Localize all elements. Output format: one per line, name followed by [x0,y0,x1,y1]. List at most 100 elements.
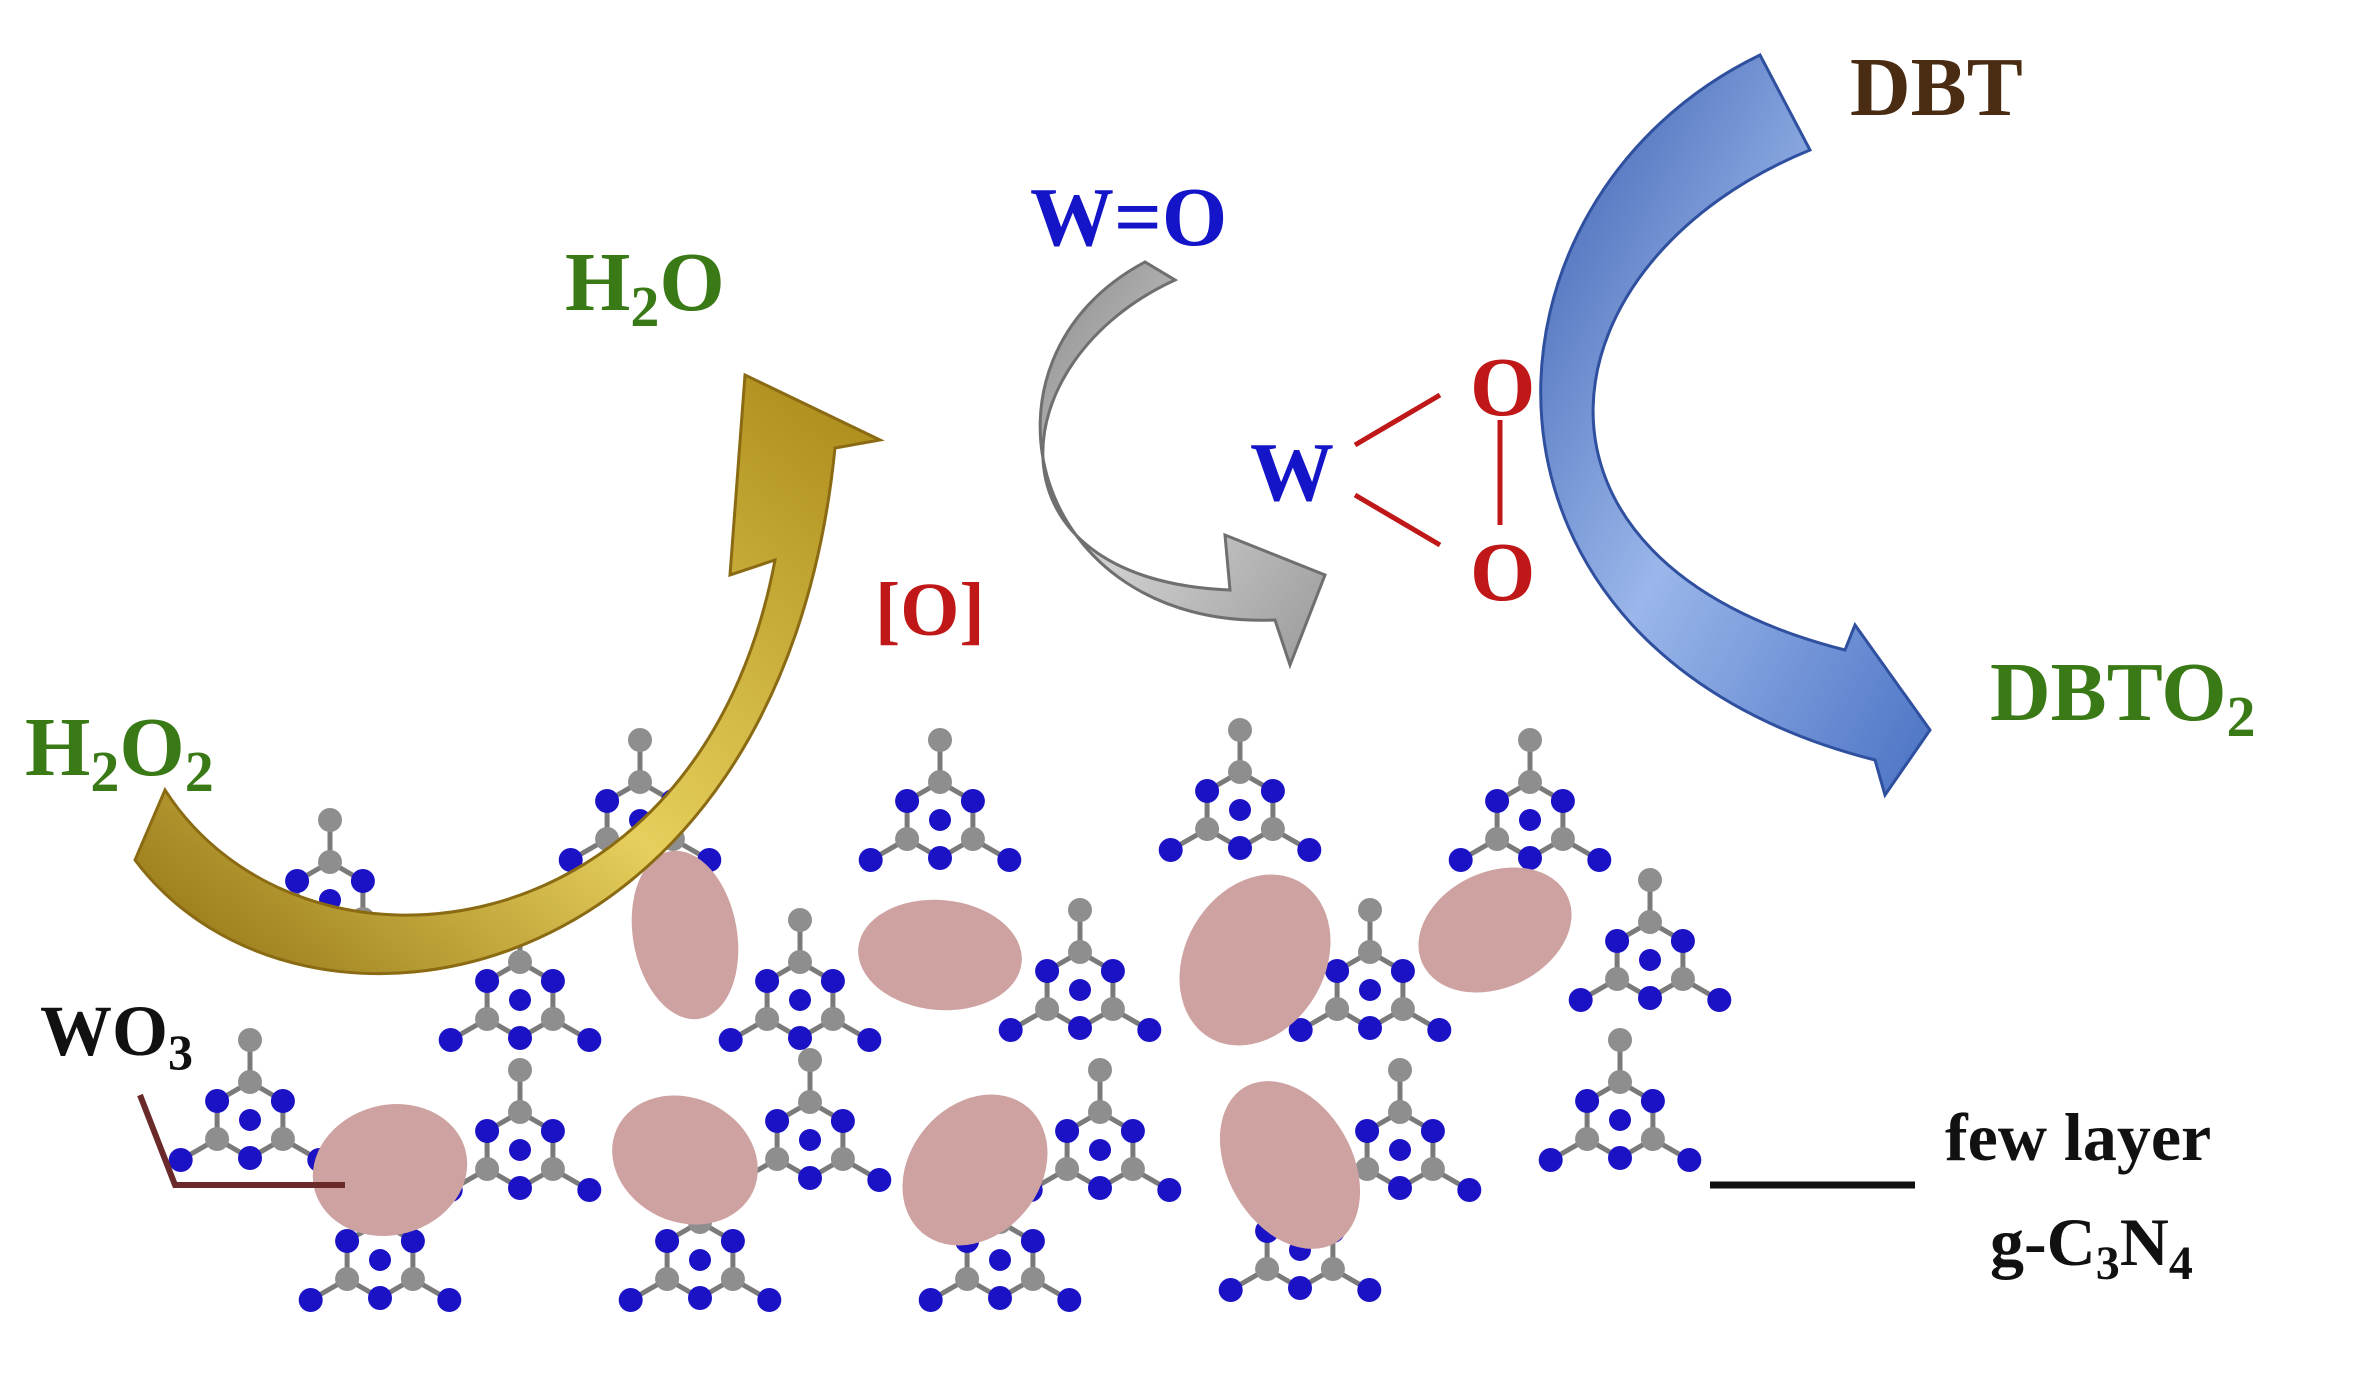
label-o-bottom: O [1470,526,1535,619]
nitrogen-atom [558,848,583,872]
carbon-atom [628,728,652,752]
dbto2-sub: 2 [2227,684,2256,749]
nitrogen-atom [1035,959,1060,983]
carbon-atom [1550,827,1575,851]
nitrogen-atom [1055,1119,1080,1143]
wo3-particle [902,1094,1048,1246]
carbon-atom [1388,1100,1412,1124]
nitrogen-atom [168,1148,193,1172]
nitrogen-atom [1420,1119,1445,1143]
nitrogen-atom [618,1288,643,1312]
nitrogen-atom [1288,1018,1313,1042]
nitrogen-atom [335,1229,360,1253]
gc3n4-sub-1: 3 [2096,1237,2120,1290]
nitrogen-atom [755,969,780,993]
h2o2-part-2: O [119,701,184,794]
nitrogen-atom [1069,979,1091,1001]
carbon-atom [798,1090,822,1114]
wo3-main: WO [40,991,168,1071]
carbon-atom [1518,728,1542,752]
nitrogen-atom [1457,1178,1482,1202]
wo3-sub: 3 [168,1024,193,1080]
nitrogen-atom [789,989,811,1011]
carbon-atom [475,1007,500,1031]
peroxo-bond-w-o-bottom [1353,492,1442,548]
nitrogen-atom [1158,838,1183,862]
nitrogen-atom [298,1288,323,1312]
nitrogen-atom [830,1109,855,1133]
nitrogen-atom [989,1249,1011,1271]
nitrogen-atom [205,1089,230,1113]
nitrogen-atom [1120,1119,1145,1143]
nitrogen-atom [998,1018,1023,1042]
carbon-atom [820,1007,845,1031]
carbon-atom [655,1267,680,1291]
nitrogen-atom [928,846,952,870]
carbon-atom [1575,1127,1600,1151]
carbon-atom [1088,1058,1112,1082]
h2o2-sub-1: 2 [90,739,119,804]
nitrogen-atom [765,1109,790,1133]
carbon-atom [830,1147,855,1171]
nitrogen-atom [508,1176,532,1200]
nitrogen-atom [595,789,620,813]
nitrogen-atom [238,1146,262,1170]
nitrogen-atom [1057,1288,1082,1312]
carbon-atom [928,728,952,752]
wo3-particle [312,1104,468,1236]
nitrogen-atom [475,1119,500,1143]
nitrogen-atom [1587,848,1612,872]
nitrogen-atom [718,1028,743,1052]
carbon-atom [1228,718,1252,742]
nitrogen-atom [929,809,951,831]
nitrogen-atom [509,989,531,1011]
nitrogen-atom [577,1178,602,1202]
nitrogen-atom [895,789,920,813]
nitrogen-atom [1608,1146,1632,1170]
label-o-bracket: [O] [875,568,985,652]
nitrogen-atom [368,1286,392,1310]
carbon-atom [1355,1157,1380,1181]
nitrogen-atom [285,869,310,893]
nitrogen-atom [1519,809,1541,831]
carbon-atom [1388,1058,1412,1082]
nitrogen-atom [1670,929,1695,953]
carbon-atom [1068,940,1092,964]
label-gc3n4: g-C3N4 [1990,1204,2193,1290]
carbon-atom [475,1157,500,1181]
h2o-part-1: H [565,236,630,329]
nitrogen-atom [1677,1148,1702,1172]
label-h2o2: H2O2 [25,701,214,804]
nitrogen-atom [867,1168,892,1192]
carbon-atom [1390,997,1415,1021]
nitrogen-atom [1389,1139,1411,1161]
carbon-atom [1195,817,1220,841]
nitrogen-atom [820,969,845,993]
carbon-atom [270,1127,295,1151]
h2o2-to-h2o-arrow [133,372,885,976]
carbon-atom [1638,868,1662,892]
wo3-pointer-line [137,1093,345,1188]
nitrogen-atom [788,1026,812,1050]
nitrogen-atom [858,848,883,872]
label-dbt: DBT [1850,41,2023,134]
nitrogen-atom [1485,789,1510,813]
carbon-atom [1320,1257,1345,1281]
nitrogen-atom [655,1229,680,1253]
nitrogen-atom [1518,846,1542,870]
carbon-atom [1358,940,1382,964]
gc3n4-part-2: N [2120,1204,2169,1280]
carbon-atom [1260,817,1285,841]
wo3-particle [1179,874,1331,1046]
dbt-to-dbto2-arrow [1539,53,1932,799]
nitrogen-atom [1357,1278,1382,1302]
nitrogen-atom [1359,979,1381,1001]
carbon-atom [798,1048,822,1072]
nitrogen-atom [509,1139,531,1161]
nitrogen-atom [1638,986,1662,1010]
carbon-atom [1325,997,1350,1021]
nitrogen-atom [1707,988,1732,1012]
label-wo3: WO3 [40,991,193,1080]
carbon-atom [895,827,920,851]
